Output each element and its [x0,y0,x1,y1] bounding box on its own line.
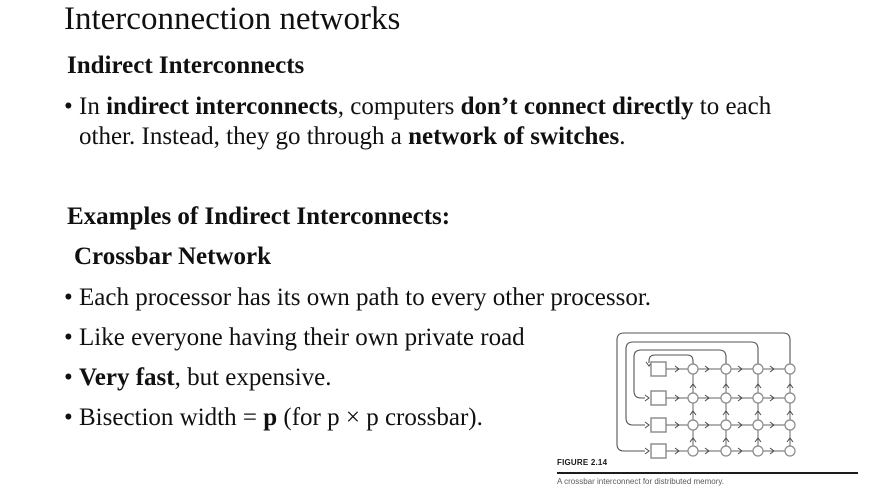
bullet-dot: • [64,284,73,311]
figure-label: FIGURE 2.14 [557,458,608,467]
bullet-private-road: • Like everyone having their own private… [64,323,880,353]
bullet-dot: • [64,324,73,351]
heading-crossbar-network: Crossbar Network [74,243,271,270]
figure-rule-divider [557,472,858,474]
heading-indirect-interconnects: Indirect Interconnects [67,52,305,79]
bullet-text: Like everyone having their own private r… [79,324,525,351]
bullet-text: Bisection width = p (for p × p crossbar)… [79,404,483,431]
heading-examples: Examples of Indirect Interconnects: [67,203,451,230]
bullet-indirect-description: • In indirect interconnects, computers d… [64,92,880,152]
bullet-dot: • [64,364,73,391]
bullet-very-fast: • Very fast, but expensive. [64,363,880,393]
bullet-text: Each processor has its own path to every… [79,284,652,311]
bullet-own-path: • Each processor has its own path to eve… [64,283,880,313]
bullet-dot: • [64,93,73,120]
bullet-text: In indirect interconnects, computers don… [79,93,772,150]
bullet-bisection-width: • Bisection width = p (for p × p crossba… [64,403,880,433]
bullet-dot: • [64,404,73,431]
slide-title: Interconnection networks [64,1,401,37]
bullet-text: Very fast, but expensive. [79,364,332,391]
crossbar-network-diagram [616,332,796,459]
figure-caption: A crossbar interconnect for distributed … [557,477,725,486]
